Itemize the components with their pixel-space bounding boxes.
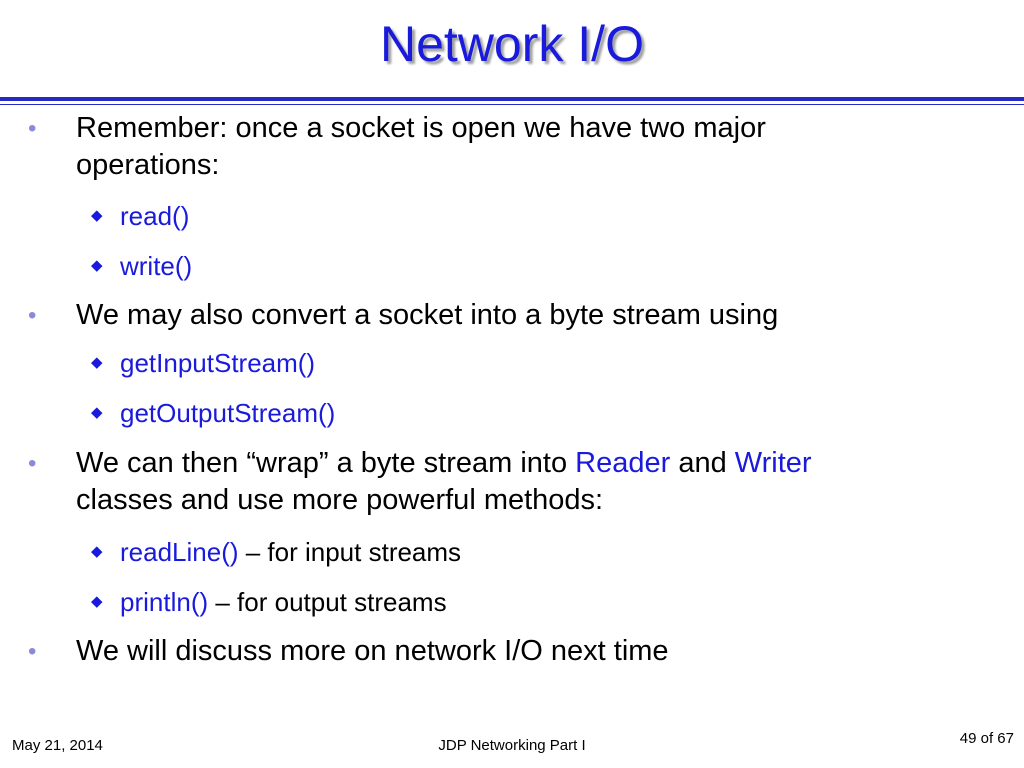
- diamond-bullet-icon: ◆: [91, 257, 103, 274]
- class-name-reader: Reader: [575, 447, 671, 479]
- bullet-icon: •: [28, 450, 37, 477]
- footer-title: JDP Networking Part I: [438, 737, 586, 754]
- method-name: getInputStream(): [120, 348, 316, 378]
- diamond-bullet-icon: ◆: [91, 207, 103, 224]
- method-name: getOutputStream(): [120, 398, 336, 428]
- slide-title: Network I/O: [380, 16, 644, 72]
- method-name: write(): [120, 251, 193, 281]
- bullet-text-line: operations:: [76, 149, 220, 181]
- diamond-bullet-icon: ◆: [91, 543, 103, 560]
- method-name: println(): [120, 587, 209, 617]
- bullet-text-line: We may also convert a socket into a byte…: [76, 299, 779, 331]
- diamond-bullet-icon: ◆: [91, 404, 103, 421]
- bullet-text-line: Remember: once a socket is open we have …: [76, 112, 766, 144]
- footer-date: May 21, 2014: [12, 737, 103, 754]
- bullet-icon: •: [28, 302, 37, 329]
- bullet-icon: •: [28, 638, 37, 665]
- page-number: 49 of 67: [959, 730, 1014, 747]
- bullet-text-line: We can then “wrap” a byte stream into Re…: [76, 447, 812, 479]
- method-name: readLine(): [120, 537, 239, 567]
- bullet-text-line: We will discuss more on network I/O next…: [76, 635, 669, 667]
- title-divider-thin: [0, 104, 1024, 105]
- bullet-icon: •: [28, 115, 37, 142]
- title-divider-thick: [0, 97, 1024, 101]
- method-name: read(): [120, 201, 190, 231]
- class-name-writer: Writer: [734, 447, 812, 479]
- bullet-text-line: classes and use more powerful methods:: [76, 484, 604, 516]
- diamond-bullet-icon: ◆: [91, 593, 103, 610]
- diamond-bullet-icon: ◆: [91, 354, 103, 371]
